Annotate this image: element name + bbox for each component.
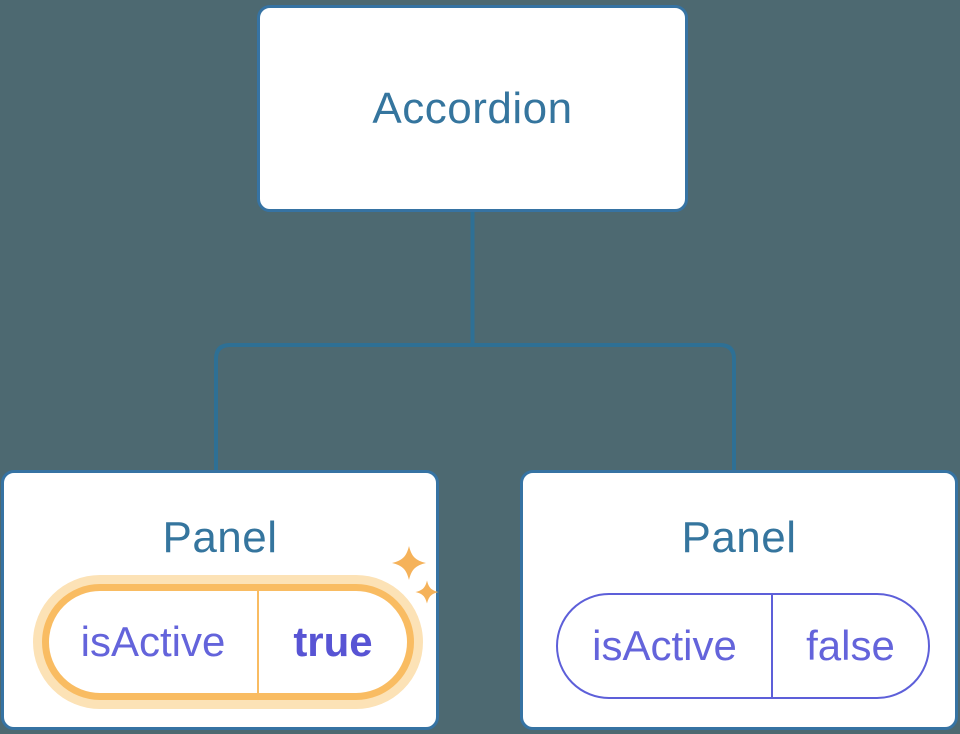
state-key-label: isActive	[80, 618, 226, 665]
pill-divider	[257, 591, 259, 693]
panel-node-active: Panel isActive true	[1, 470, 439, 730]
accordion-node: Accordion	[257, 5, 688, 212]
panel-node-inactive-label: Panel	[681, 513, 797, 562]
state-value-label: false	[806, 622, 895, 669]
state-key-label: isActive	[592, 622, 737, 669]
state-value-label: true	[293, 618, 373, 665]
accordion-node-label: Accordion	[372, 83, 573, 133]
state-pill-active: isActive true	[42, 584, 414, 700]
connector-branch	[214, 343, 736, 472]
sparkles-icon	[392, 546, 439, 604]
panel-node-inactive: Panel isActive false	[520, 470, 958, 730]
sparkle-large	[392, 546, 426, 580]
state-pill-inactive: isActive false	[556, 593, 930, 699]
panel-node-active-label: Panel	[162, 513, 278, 562]
sparkle-small	[415, 580, 439, 604]
pill-divider	[771, 595, 773, 697]
